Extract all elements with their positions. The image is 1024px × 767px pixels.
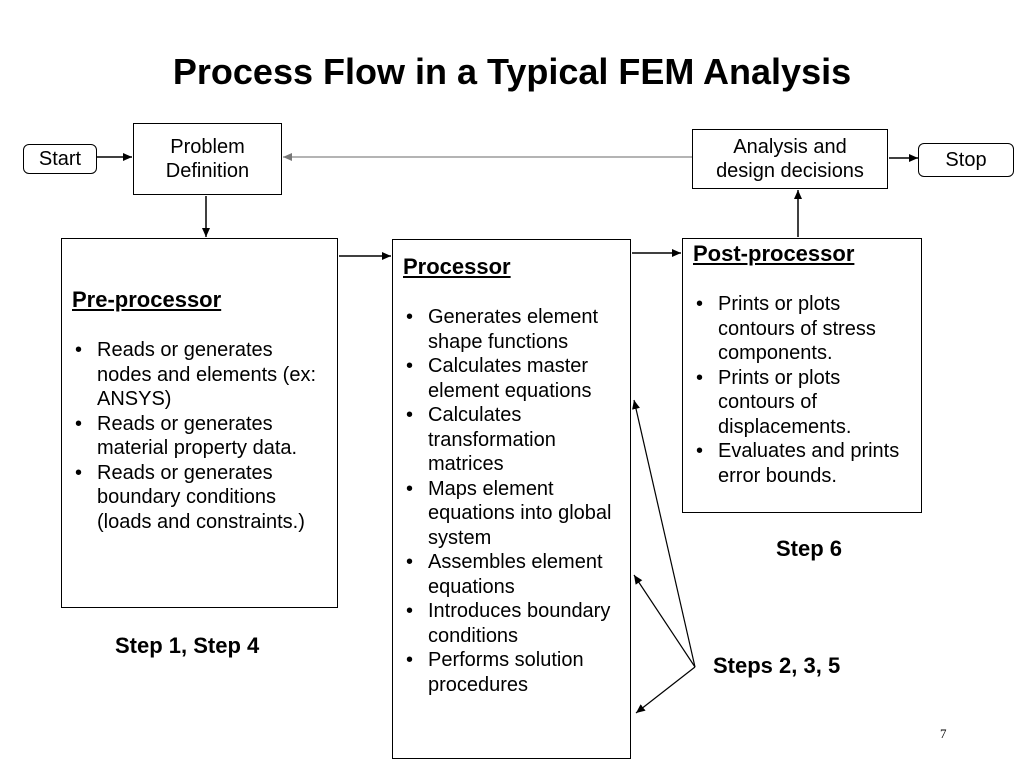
processor-list: Generates element shape functions Calcul… bbox=[403, 305, 626, 697]
list-item: Calculates master element equations bbox=[403, 354, 626, 403]
list-item: Prints or plots contours of stress compo… bbox=[693, 292, 917, 366]
arrow-steps-to-solution bbox=[635, 666, 696, 714]
problem-definition-box: Problem Definition bbox=[133, 123, 282, 195]
stop-label: Stop bbox=[945, 148, 987, 171]
step-label-pre: Step 1, Step 4 bbox=[115, 633, 260, 658]
post-processor-box: Post-processor Prints or plots contours … bbox=[682, 238, 922, 513]
slide-title: Process Flow in a Typical FEM Analysis bbox=[172, 51, 852, 92]
pre-processor-list: Reads or generates nodes and elements (e… bbox=[72, 338, 329, 534]
stop-terminal: Stop bbox=[918, 143, 1014, 177]
post-processor-heading: Post-processor bbox=[693, 241, 855, 266]
analysis-line1: Analysis and bbox=[733, 136, 847, 158]
list-item: Evaluates and prints error bounds. bbox=[693, 439, 917, 488]
step-label-processor: Steps 2, 3, 5 bbox=[713, 653, 841, 678]
list-item: Generates element shape functions bbox=[403, 305, 626, 354]
problem-definition-line1: Problem bbox=[170, 136, 245, 158]
problem-definition-line2: Definition bbox=[165, 160, 250, 182]
analysis-line2: design decisions bbox=[716, 160, 864, 182]
pre-processor-box: Pre-processor Reads or generates nodes a… bbox=[61, 238, 338, 608]
list-item: Calculates transformation matrices bbox=[403, 403, 626, 477]
list-item: Reads or generates material property dat… bbox=[72, 412, 329, 461]
post-processor-list: Prints or plots contours of stress compo… bbox=[693, 292, 917, 488]
list-item: Assembles element equations bbox=[403, 550, 626, 599]
processor-box: Processor Generates element shape functi… bbox=[392, 239, 631, 759]
list-item: Prints or plots contours of displacement… bbox=[693, 366, 917, 440]
list-item: Reads or generates boundary conditions (… bbox=[72, 461, 329, 535]
step-label-post: Step 6 bbox=[776, 536, 843, 561]
start-label: Start bbox=[38, 147, 82, 170]
processor-heading: Processor bbox=[403, 254, 511, 279]
start-terminal: Start bbox=[23, 144, 97, 174]
arrow-steps-to-master-equations bbox=[632, 399, 696, 668]
analysis-decisions-box: Analysis and design decisions bbox=[692, 129, 888, 189]
list-item: Introduces boundary conditions bbox=[403, 599, 626, 648]
list-item: Reads or generates nodes and elements (e… bbox=[72, 338, 329, 412]
pre-processor-heading: Pre-processor bbox=[72, 287, 222, 312]
arrow-steps-to-assembles bbox=[633, 574, 696, 668]
list-item: Maps element equations into global syste… bbox=[403, 477, 626, 551]
list-item: Performs solution procedures bbox=[403, 648, 626, 697]
page-number: 7 bbox=[940, 726, 947, 741]
